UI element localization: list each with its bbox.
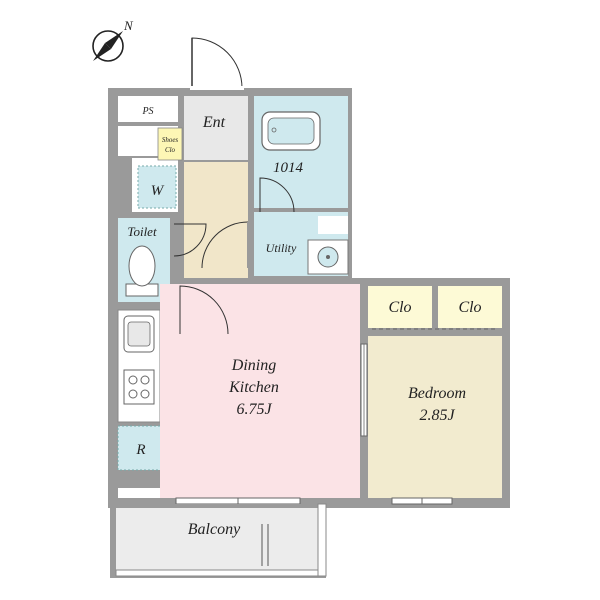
stove	[123, 369, 155, 405]
toilet-door-swing	[173, 223, 207, 257]
toilet-label: Toilet	[127, 224, 157, 239]
dining-door-swing	[179, 285, 229, 335]
compass-needle-north	[105, 31, 123, 49]
entrance-floor	[184, 96, 248, 160]
bottom-recess	[118, 488, 160, 498]
bathtub-basin	[267, 117, 315, 145]
hall-floor	[184, 162, 248, 278]
entrance-door-swing	[191, 37, 243, 89]
bath-door-swing	[259, 177, 295, 213]
entrance-label: Ent	[202, 114, 226, 131]
stove-burner-4	[140, 389, 150, 399]
dining-label-3: 6.75J	[236, 401, 272, 418]
ps-label: PS	[141, 106, 153, 117]
utility-door-swing	[201, 221, 249, 269]
stove-burner-3	[128, 389, 138, 399]
ps-floor	[118, 96, 178, 122]
dining-label-1: Dining	[231, 357, 276, 374]
dining-kitchen-floor	[160, 284, 360, 498]
shoes-closet	[157, 127, 183, 161]
compass-needle-south	[93, 43, 111, 61]
bedroom-label-2: 2.85J	[419, 407, 455, 424]
washer-pan	[137, 165, 177, 209]
closet-right-label: Clo	[458, 299, 481, 316]
balcony-side-railing	[317, 503, 327, 577]
entrance-opening	[190, 86, 244, 90]
shoes-closet-label-2: Clo	[165, 146, 176, 154]
washbasin-drain	[326, 255, 330, 259]
utility-shelf	[318, 216, 348, 234]
bedroom-label-1: Bedroom	[408, 385, 466, 402]
closet-right	[438, 286, 502, 328]
refrigerator	[117, 425, 165, 471]
shoes-closet-label-1: Shoes	[162, 136, 179, 144]
toilet-bowl	[128, 245, 156, 287]
stove-burner-1	[128, 375, 138, 385]
bathtub-drain	[271, 127, 277, 133]
refrigerator-label: R	[135, 442, 145, 458]
dining-kitchen-extension	[160, 310, 166, 470]
closet-left	[368, 286, 432, 328]
closet-left-label: Clo	[388, 299, 411, 316]
stove-burner-2	[140, 375, 150, 385]
balcony-label: Balcony	[188, 521, 241, 538]
compass-north-label: N	[123, 18, 134, 33]
utility-label: Utility	[266, 241, 297, 255]
kitchen-sink-basin	[127, 321, 151, 347]
balcony-railing	[115, 569, 327, 577]
dining-label-2: Kitchen	[228, 379, 279, 396]
washer-label: W	[151, 183, 165, 199]
bath-label: 1014	[273, 160, 304, 176]
bedroom-floor	[368, 336, 502, 498]
compass: N	[92, 18, 134, 62]
balcony: Balcony	[110, 503, 327, 578]
